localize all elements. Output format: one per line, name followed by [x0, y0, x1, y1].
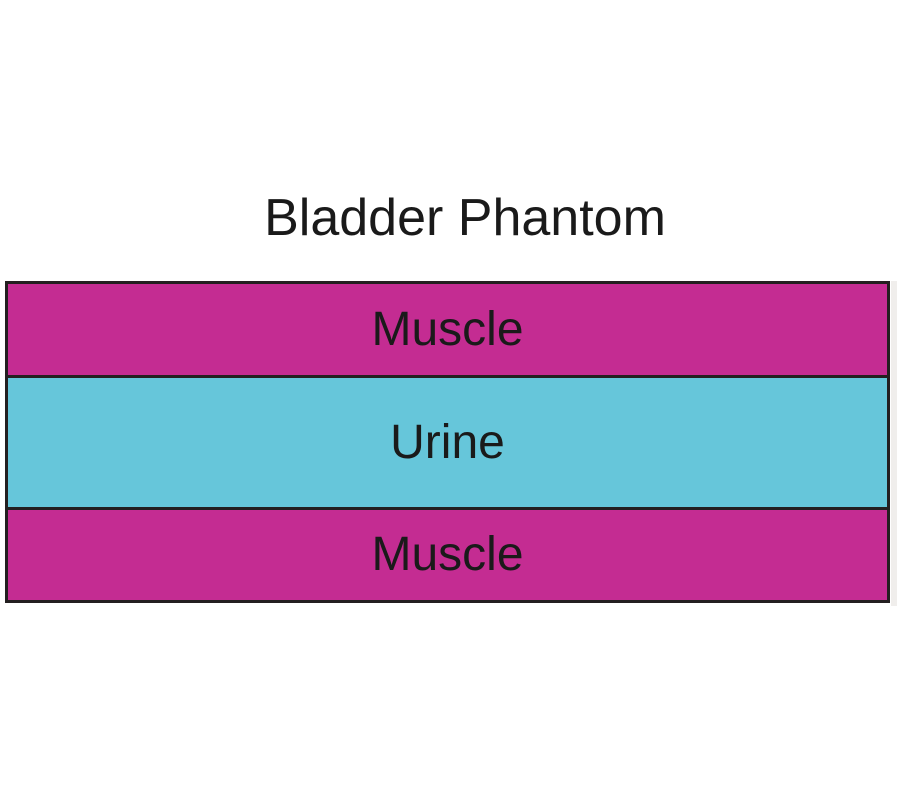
layer-muscle-bottom: Muscle — [8, 510, 887, 600]
layer-urine-label: Urine — [390, 415, 505, 469]
layer-muscle-top: Muscle — [8, 284, 887, 375]
scan-edge-artifact — [891, 281, 897, 606]
figure-title: Bladder Phantom — [264, 189, 666, 247]
layer-urine: Urine — [8, 375, 887, 510]
phantom-diagram: Muscle Urine Muscle — [5, 281, 890, 603]
layer-muscle-top-label: Muscle — [371, 302, 524, 356]
layer-muscle-bottom-label: Muscle — [371, 528, 524, 581]
